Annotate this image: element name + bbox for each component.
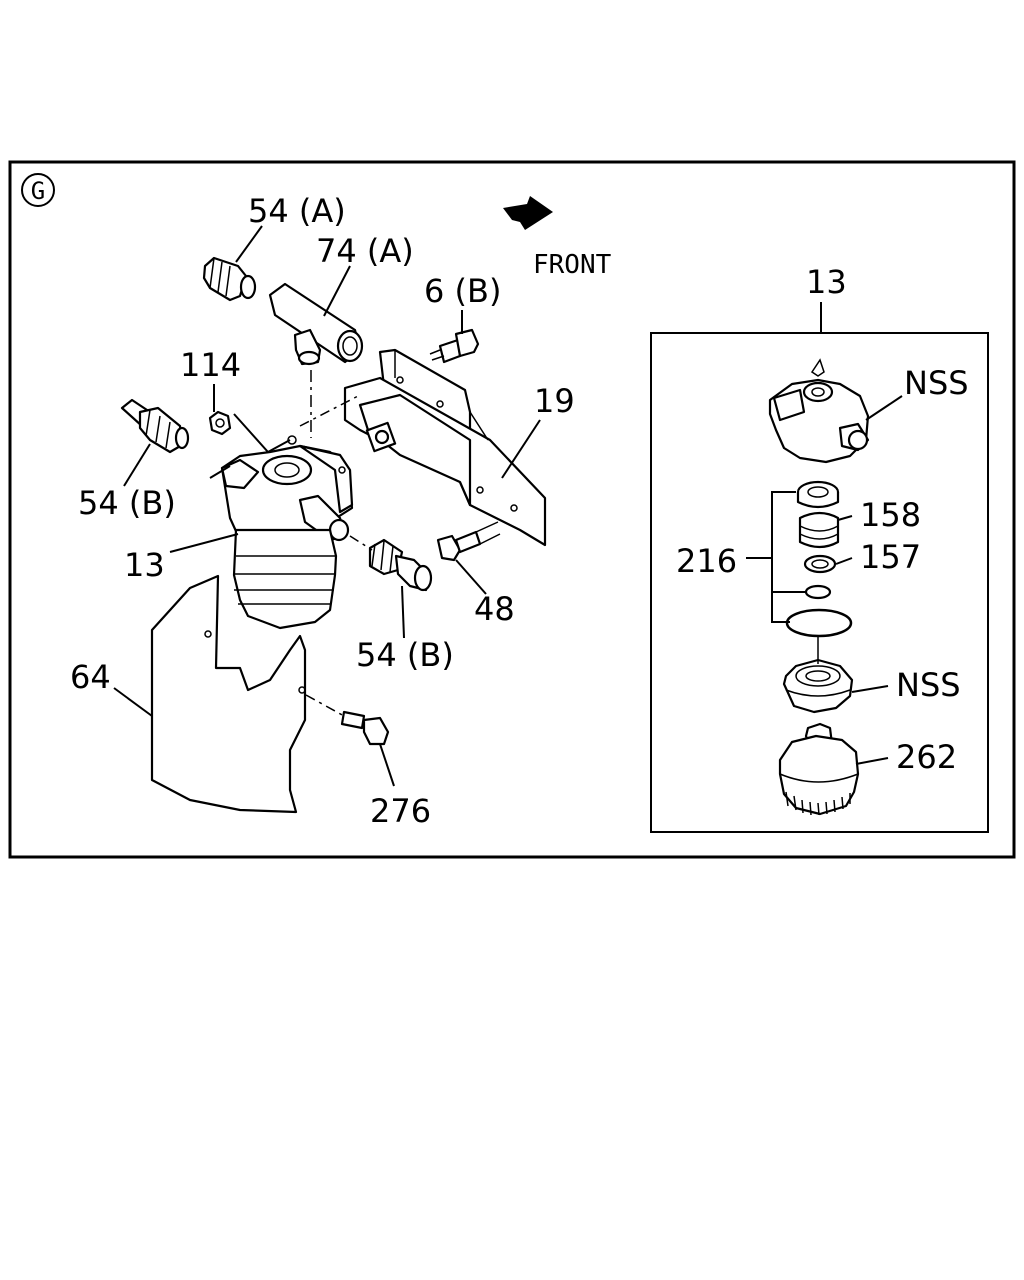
inset-element-nss (782, 636, 854, 714)
fitting-54b-bottom (368, 538, 433, 592)
inset-filter-head (768, 358, 870, 464)
fitting-54b-left (120, 398, 190, 454)
front-label: FRONT (533, 250, 612, 280)
label-54a: 54 (A) (248, 192, 346, 230)
bolt-6b (429, 328, 480, 364)
label-nss-mid: NSS (896, 666, 961, 704)
seal-157 (803, 554, 837, 574)
nut-114 (208, 410, 232, 436)
label-158: 158 (860, 496, 921, 534)
diagram-frame (8, 160, 1016, 859)
bolt-276 (340, 710, 390, 746)
label-19: 19 (534, 382, 575, 420)
svg-text:G: G (31, 177, 45, 205)
tee-fitting-74a (268, 282, 364, 366)
o-ring-large (785, 608, 853, 638)
label-262: 262 (896, 738, 957, 776)
label-74a: 74 (A) (316, 232, 414, 270)
label-48: 48 (474, 590, 515, 628)
inset-frame (650, 332, 989, 833)
label-nss-top: NSS (904, 364, 969, 402)
section-marker: G (21, 173, 55, 207)
label-216: 216 (676, 542, 737, 580)
label-64: 64 (70, 658, 111, 696)
inset-leader-lines (835, 395, 903, 765)
front-arrow-icon (503, 196, 553, 230)
filter-assembly-13 (220, 435, 354, 630)
bracket-19 (343, 348, 547, 547)
label-6b: 6 (B) (424, 272, 501, 310)
inset-bowl-262 (778, 722, 860, 816)
leader-lines (113, 225, 541, 787)
label-13-main: 13 (124, 546, 165, 584)
group-bracket-216 (746, 491, 806, 623)
o-ring-small (804, 584, 832, 600)
label-54b-bottom: 54 (B) (356, 636, 454, 674)
fitting-54a (202, 256, 257, 302)
center-lines (299, 370, 373, 717)
seal-158 (796, 480, 840, 549)
shield-64 (150, 574, 307, 814)
bolt-48 (436, 521, 501, 562)
label-157: 157 (860, 538, 921, 576)
label-114: 114 (180, 346, 241, 384)
label-276: 276 (370, 792, 431, 830)
label-54b-left: 54 (B) (78, 484, 176, 522)
label-13-inset: 13 (806, 263, 847, 301)
